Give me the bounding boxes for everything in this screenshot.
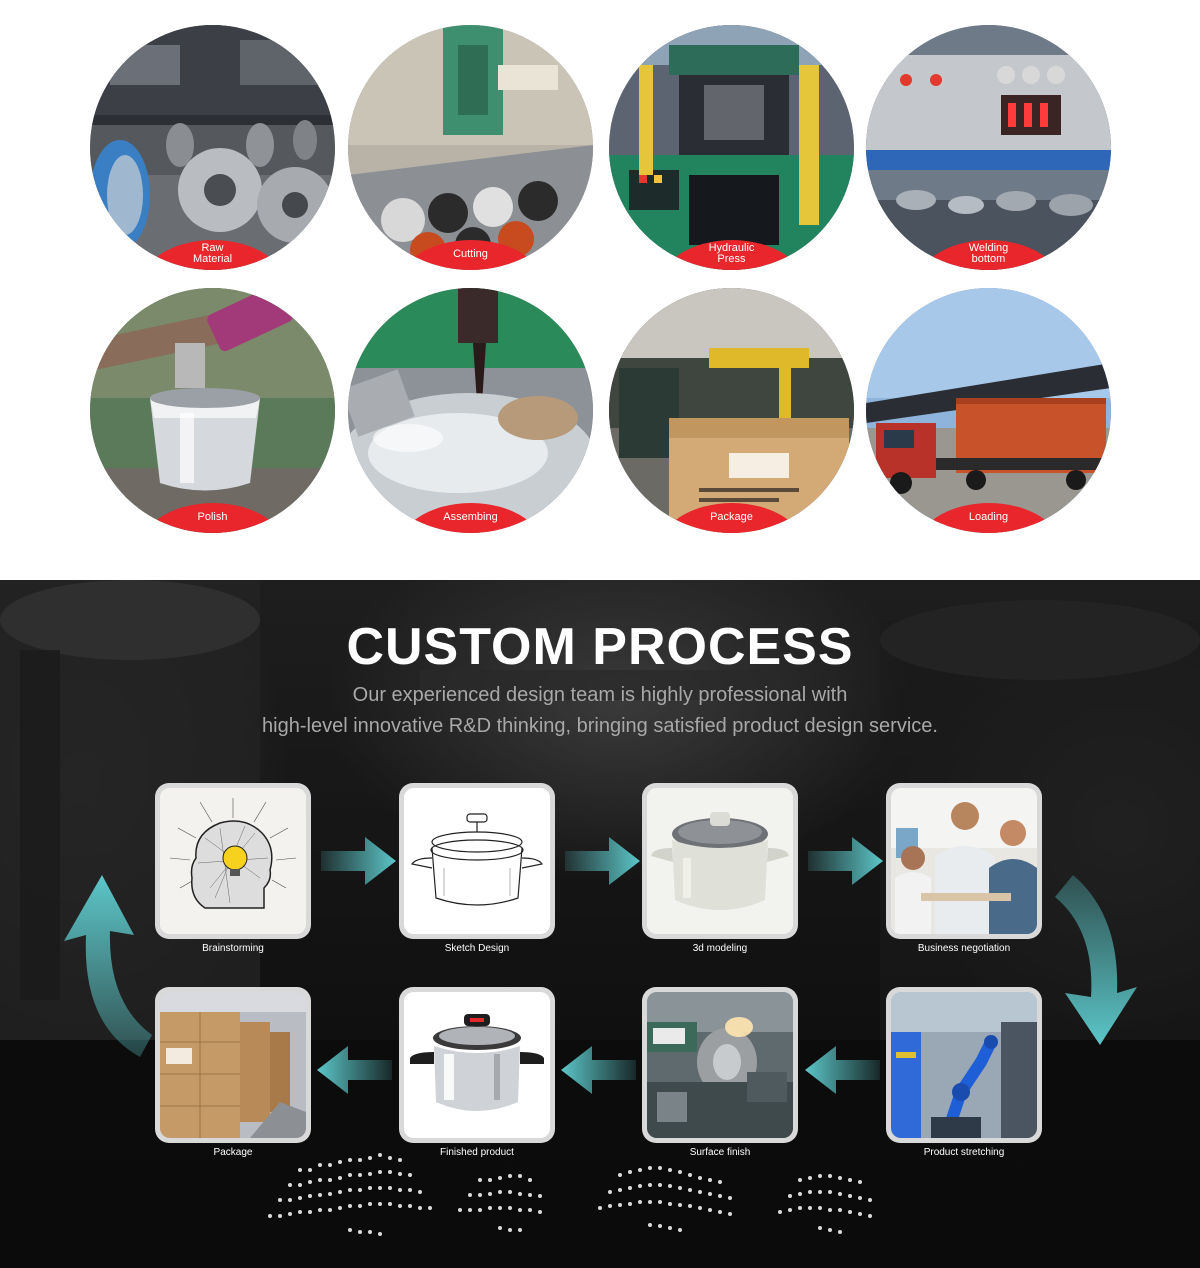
welding-machine-icon <box>866 25 1111 270</box>
hydraulic-press-icon <box>609 25 854 270</box>
lathe-icon <box>647 992 793 1138</box>
carton-box-icon <box>609 288 854 533</box>
process-step-finished-product <box>399 987 555 1143</box>
process-step-sketch-design <box>399 783 555 939</box>
warehouse-boxes-icon <box>160 992 306 1138</box>
production-step-raw-material: Raw Material <box>90 25 335 270</box>
process-step-label: 3d modeling <box>692 943 748 954</box>
section-subtitle-line-2: high-level innovative R&D thinking, brin… <box>262 715 938 737</box>
arrow-left-icon <box>805 1046 880 1094</box>
process-step-label: Surface finish <box>689 1147 751 1158</box>
production-step-polish: Polish <box>90 288 335 533</box>
riveting-icon <box>348 288 593 533</box>
polish-pot-icon <box>90 288 335 533</box>
process-step-package <box>155 987 311 1143</box>
production-step-hydraulic-press: Hydraulic Press <box>609 25 854 270</box>
arrow-right-icon <box>565 837 640 885</box>
pot-sketch-icon <box>404 788 550 934</box>
curved-arrow-down-icon <box>1055 875 1137 1045</box>
production-step-label: Raw Material <box>192 242 233 265</box>
production-step-label: Hydraulic Press <box>708 242 755 265</box>
production-step-loading: Loading <box>866 288 1111 533</box>
section-title: CUSTOM PROCESS <box>346 618 854 676</box>
business-team-icon <box>891 788 1037 934</box>
section-subtitle-line-1: Our experienced design team is highly pr… <box>352 684 848 706</box>
production-step-assembing: Assembing <box>348 288 593 533</box>
robot-arm-icon <box>891 992 1037 1138</box>
production-step-welding-bottom: Welding bottom <box>866 25 1111 270</box>
finished-pot-icon <box>404 992 550 1138</box>
production-step-label: Assembing <box>443 510 498 523</box>
cutting-machine-icon <box>348 25 593 270</box>
process-step-brainstorming <box>155 783 311 939</box>
production-steps: Raw Material Cutting <box>0 0 1200 580</box>
process-step-label: Finished product <box>440 1147 514 1158</box>
arrow-left-icon <box>317 1046 392 1094</box>
head-lightbulb-icon <box>160 788 306 934</box>
process-step-product-stretching <box>886 987 1042 1143</box>
arrow-right-icon <box>321 837 396 885</box>
production-step-label: Welding bottom <box>968 242 1009 265</box>
process-step-label: Brainstorming <box>202 943 264 954</box>
process-step-label: Package <box>213 1147 253 1158</box>
production-step-label: Package <box>710 510 753 523</box>
process-step-label: Sketch Design <box>444 943 510 954</box>
process-step-surface-finish <box>642 987 798 1143</box>
container-truck-icon <box>866 288 1111 533</box>
dotted-world-map <box>268 1153 872 1236</box>
custom-process-section: CUSTOM PROCESS Our experienced design te… <box>0 580 1200 1268</box>
production-step-label: Polish <box>197 510 228 523</box>
pot-3d-model-icon <box>647 788 793 934</box>
process-step-3d-modeling <box>642 783 798 939</box>
arrow-left-icon <box>561 1046 636 1094</box>
process-step-label: Product stretching <box>923 1147 1005 1158</box>
production-step-package: Package <box>609 288 854 533</box>
production-step-label: Loading <box>968 510 1009 523</box>
steel-coil-icon <box>90 25 335 270</box>
production-step-cutting: Cutting <box>348 25 593 270</box>
curved-arrow-up-icon <box>64 875 152 1057</box>
arrow-right-icon <box>808 837 883 885</box>
production-step-label: Cutting <box>453 247 488 260</box>
process-step-label: Business negotiation <box>917 943 1011 954</box>
process-step-business-negotiation <box>886 783 1042 939</box>
